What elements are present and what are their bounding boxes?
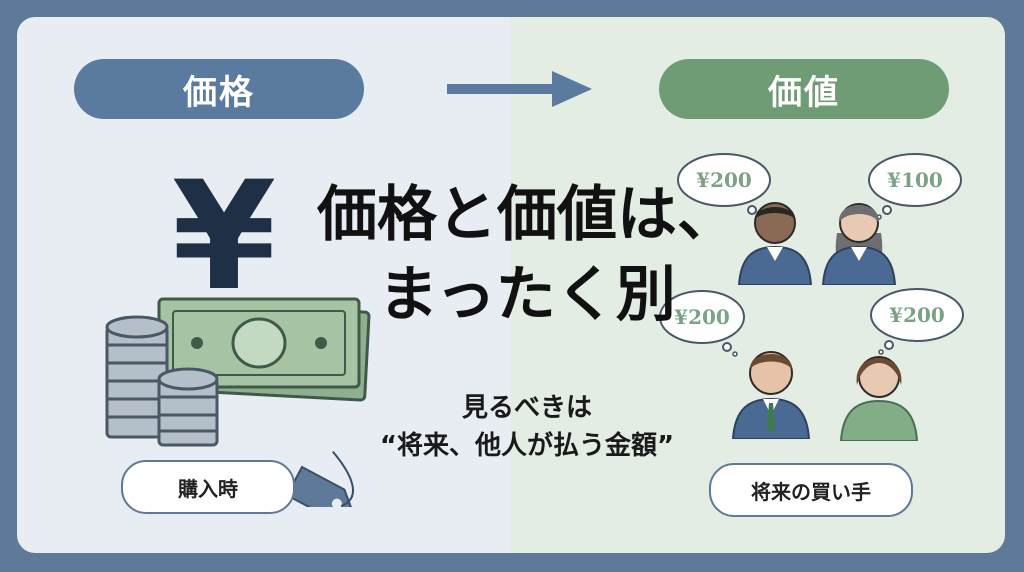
bubble-price: ¥100	[887, 168, 943, 192]
purchase-time-label: 購入時	[121, 460, 295, 514]
headline-line: 価格と価値は、	[317, 180, 737, 250]
thought-bubble: ¥200	[674, 150, 774, 220]
yen-sign-icon: ¥	[171, 150, 277, 324]
subtext-line: 見るべきは	[461, 393, 592, 423]
bubble-price: ¥200	[674, 305, 730, 329]
person-icon	[737, 202, 813, 285]
bubble-price: ¥200	[696, 168, 752, 192]
subtext-line: “将来、他人が払う金額”	[379, 431, 675, 461]
thought-bubble: ¥100	[865, 150, 965, 220]
right-arrow-icon	[447, 71, 592, 107]
price-label: 価格	[74, 59, 364, 119]
money-illustration	[105, 297, 371, 507]
person-icon	[821, 203, 897, 285]
subtext: 見るべきは “将来、他人が払う金額”	[267, 389, 787, 465]
future-buyer-label: 将来の買い手	[709, 463, 913, 517]
thought-bubble: ¥200	[657, 287, 747, 357]
headline: 価格と価値は、 まったく別	[247, 175, 807, 335]
coin-stack-icon	[105, 315, 219, 447]
thought-bubble: ¥200	[867, 285, 967, 355]
headline-line: まったく別	[378, 260, 676, 330]
diagram-card: 価格 価値	[17, 17, 1005, 553]
value-label: 価値	[659, 59, 949, 119]
person-icon	[731, 351, 811, 439]
bubble-price: ¥200	[889, 303, 945, 327]
person-icon	[839, 356, 919, 441]
